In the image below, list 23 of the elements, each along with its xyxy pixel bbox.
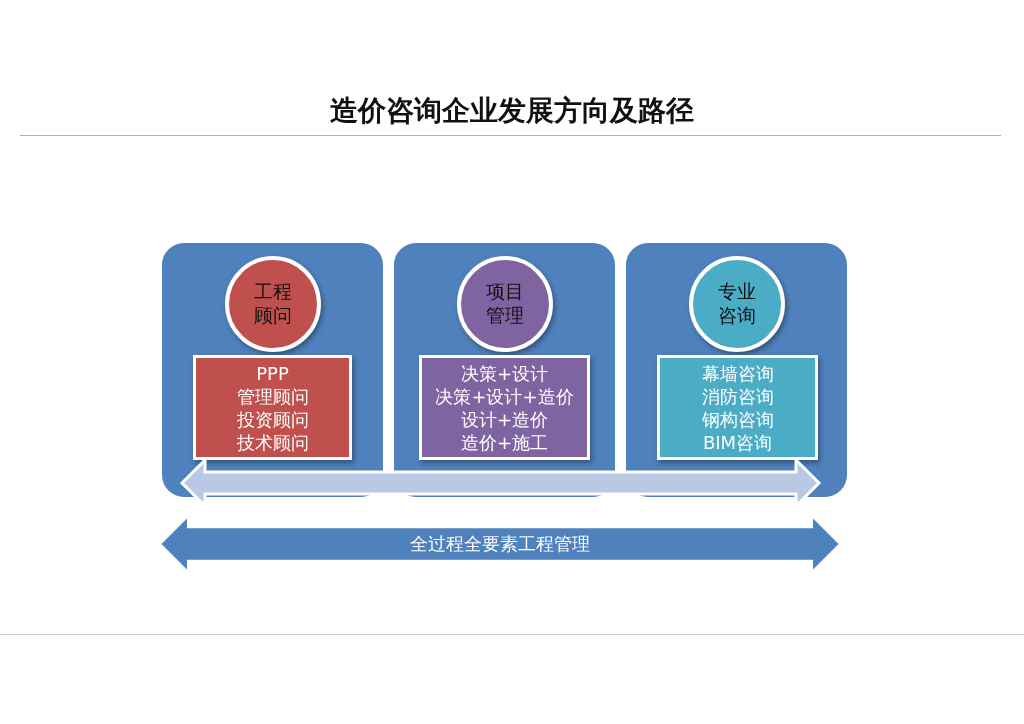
category-panel	[162, 243, 383, 497]
service-item: 幕墙咨询	[701, 361, 774, 385]
category-panel	[394, 243, 615, 497]
service-list-box	[419, 355, 590, 460]
service-item: 投资顾问	[236, 407, 309, 431]
service-item: 造价+施工	[460, 430, 549, 454]
service-list-box	[193, 355, 352, 460]
service-item: 管理顾问	[236, 384, 309, 408]
service-item: 决策+设计+造价	[435, 384, 574, 408]
service-item: 钢构咨询	[701, 407, 774, 431]
circle-label: 专业咨询	[717, 280, 757, 328]
service-item: 消防咨询	[701, 384, 774, 408]
service-item: BIM咨询	[702, 430, 773, 454]
service-item: 设计+造价	[460, 407, 549, 431]
service-item: PPP	[256, 361, 289, 385]
circle-label: 工程顾问	[253, 280, 293, 328]
service-item: 技术顾问	[236, 430, 309, 454]
circle-label: 项目管理	[485, 280, 525, 328]
service-item: 决策+设计	[460, 361, 549, 385]
category-panel	[626, 243, 847, 497]
banner-label: 全过程全要素工程管理	[410, 532, 590, 556]
page-title: 造价咨询企业发展方向及路径	[329, 93, 695, 129]
service-list-box	[657, 355, 818, 460]
